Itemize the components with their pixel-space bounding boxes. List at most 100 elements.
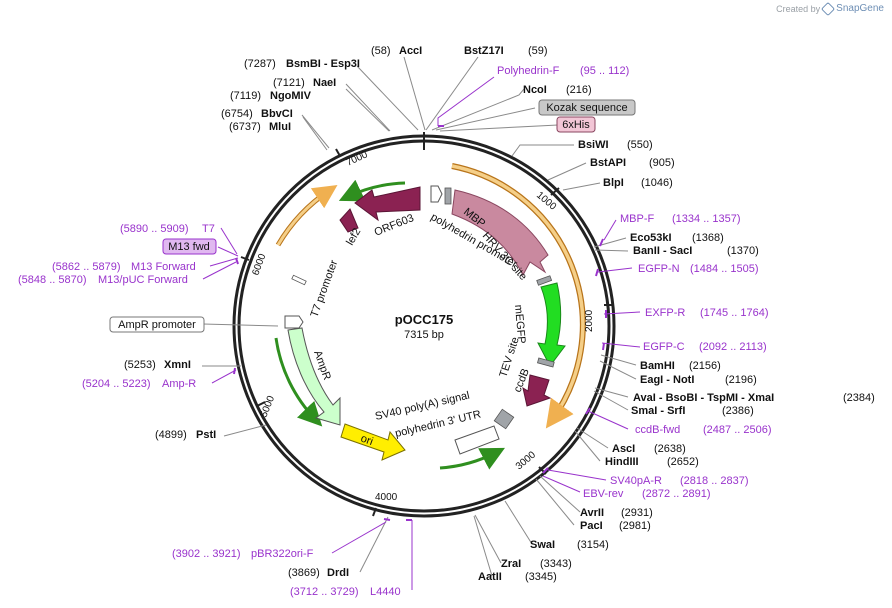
tick-1000 bbox=[550, 187, 560, 196]
leader-aatii bbox=[473, 515, 493, 577]
leader-bbvci bbox=[301, 114, 330, 149]
ccdb-arrow bbox=[522, 374, 552, 407]
leader-drdi bbox=[359, 516, 389, 573]
leader-zrai bbox=[474, 514, 502, 564]
m13-fwd-box bbox=[162, 238, 217, 255]
primer-pbr322ori-f-range: (3902 .. 3921) bbox=[172, 548, 241, 560]
site-zrai-pos: (3343) bbox=[540, 558, 572, 570]
site-naei-name: NaeI bbox=[313, 77, 336, 89]
primer-exfp-r-name: EXFP-R bbox=[645, 307, 685, 319]
hrv3c-site-mark bbox=[536, 275, 553, 286]
primer-mark-pbr322ori-f bbox=[383, 518, 391, 521]
primer-mark-m13 bbox=[235, 257, 239, 265]
plasmid-name: pOCC175 bbox=[395, 312, 454, 327]
leader-kozak bbox=[435, 107, 536, 131]
leader-hindiii bbox=[574, 430, 601, 462]
orf603-arrow bbox=[354, 186, 421, 222]
site-asci-name: AscI bbox=[612, 443, 635, 455]
site-banii-saci-name: BanII - SacI bbox=[633, 245, 692, 257]
primer-leader-egfp-c bbox=[601, 342, 641, 348]
6xhis-label: 6xHis bbox=[562, 119, 590, 131]
primer-leader-ebv-rev bbox=[542, 475, 581, 493]
primer-l4440-range: (3712 .. 3729) bbox=[290, 586, 359, 598]
site-bbvci-pos: (6754) bbox=[221, 108, 253, 120]
leader-bstapi bbox=[547, 162, 587, 181]
orange-arc-left-edge bbox=[275, 187, 332, 247]
site-hindiii-pos: (2652) bbox=[667, 456, 699, 468]
tick-label-3000: 3000 bbox=[514, 449, 538, 472]
leader-eco53ki bbox=[593, 237, 627, 248]
leader-psti bbox=[223, 424, 267, 437]
primer-leader-m13-puc bbox=[202, 261, 237, 280]
leader-mlui bbox=[302, 116, 328, 151]
leader-sac bbox=[594, 249, 629, 252]
leader-6xhis bbox=[439, 124, 559, 132]
site-paci-name: PacI bbox=[580, 520, 603, 532]
primer-leader-m13-forward bbox=[209, 257, 239, 267]
site-bstapi-pos: (905) bbox=[649, 157, 675, 169]
site-avai-xmai-name: AvaI - BsoBI - TspMI - XmaI bbox=[633, 392, 774, 404]
site-ngomiv-pos: (7119) bbox=[230, 90, 261, 102]
tev-site-mark bbox=[537, 357, 555, 368]
leader-bsmbi bbox=[356, 65, 419, 131]
tick-label-5000: 5000 bbox=[259, 394, 278, 419]
site-bstapi-name: BstAPI bbox=[590, 157, 626, 169]
site-xmni-name: XmnI bbox=[164, 359, 191, 371]
6xhis-box bbox=[556, 116, 596, 133]
site-avai-xmai-pos: (2384) bbox=[843, 392, 875, 404]
tick-7000 bbox=[335, 148, 341, 157]
site-banii-saci-pos: (1370) bbox=[727, 245, 759, 257]
site-xmni-pos: (5253) bbox=[124, 359, 156, 371]
site-mlui-pos: (6737) bbox=[229, 121, 261, 133]
primer-leader-pbr322ori-f bbox=[331, 521, 387, 554]
site-swai-name: SwaI bbox=[530, 539, 555, 551]
site-eco53ki-pos: (1368) bbox=[692, 232, 724, 244]
lef2-arrow bbox=[339, 208, 359, 233]
primer-mark-mbp-f bbox=[599, 238, 604, 247]
site-bsiwi-name: BsiWI bbox=[578, 139, 609, 151]
primer-mark-egfp-n bbox=[595, 268, 599, 277]
site-bsmbi-name: BsmBI - Esp3I bbox=[286, 58, 360, 70]
site-blpi-pos: (1046) bbox=[641, 177, 673, 189]
site-bamhi-name: BamHI bbox=[640, 360, 675, 372]
primer-leader-exfp-r bbox=[603, 311, 641, 315]
site-bsmbi-pos: (7287) bbox=[244, 58, 276, 70]
leader-naei bbox=[345, 83, 391, 132]
primer-sv40pa-r-name: SV40pA-R bbox=[610, 475, 662, 487]
primer-mark-sv40pa-r bbox=[542, 467, 549, 474]
site-psti-pos: (4899) bbox=[155, 429, 187, 441]
leader-avrii bbox=[539, 475, 581, 513]
site-drdi-pos: (3869) bbox=[288, 567, 320, 579]
site-bstz17i-name: BstZ17I bbox=[464, 45, 504, 57]
watermark-brand: SnapGene bbox=[836, 3, 884, 14]
primer-t7-range: (5890 .. 5909) bbox=[120, 223, 189, 235]
site-mlui-name: MluI bbox=[269, 121, 291, 133]
site-naei-pos: (7121) bbox=[273, 77, 305, 89]
primer-ebv-rev-range: (2872 .. 2891) bbox=[642, 488, 711, 500]
tick-6000 bbox=[240, 256, 250, 261]
site-aatii-name: AatII bbox=[478, 571, 502, 583]
tick-label-4000: 4000 bbox=[375, 492, 398, 503]
green-arc-bottom bbox=[439, 447, 505, 470]
leader-blpi bbox=[562, 182, 601, 191]
ori-arrow bbox=[340, 423, 406, 461]
kozak-site-mark bbox=[444, 187, 452, 205]
feature-label-megfp: mEGFP bbox=[512, 304, 527, 344]
site-bbvci-name: BbvCI bbox=[261, 108, 293, 120]
site-smai-srfi-pos: (2386) bbox=[722, 405, 754, 417]
leader-bamhi bbox=[600, 354, 637, 366]
leader-ampr-promoter bbox=[202, 323, 279, 327]
primer-marks bbox=[233, 125, 607, 521]
primer-polyhedrin-f-range: (95 .. 112) bbox=[580, 65, 629, 77]
mbp-arrow bbox=[451, 189, 549, 277]
site-bsiwi-pos: (550) bbox=[627, 139, 653, 151]
tick-4000 bbox=[372, 507, 377, 517]
primer-egfp-n-name: EGFP-N bbox=[638, 263, 680, 275]
primer-mark-amp-r bbox=[233, 367, 236, 375]
site-avrii-pos: (2931) bbox=[621, 507, 653, 519]
site-smai-srfi-name: SmaI - SrfI bbox=[631, 405, 685, 417]
primer-mbp-f-name: MBP-F bbox=[620, 213, 655, 225]
site-labels: (58) AccI BstZ17I (59) NcoI (216) BsiWI … bbox=[124, 45, 875, 583]
primer-leader-mbp-f bbox=[603, 219, 617, 241]
leader-lines bbox=[202, 56, 637, 577]
